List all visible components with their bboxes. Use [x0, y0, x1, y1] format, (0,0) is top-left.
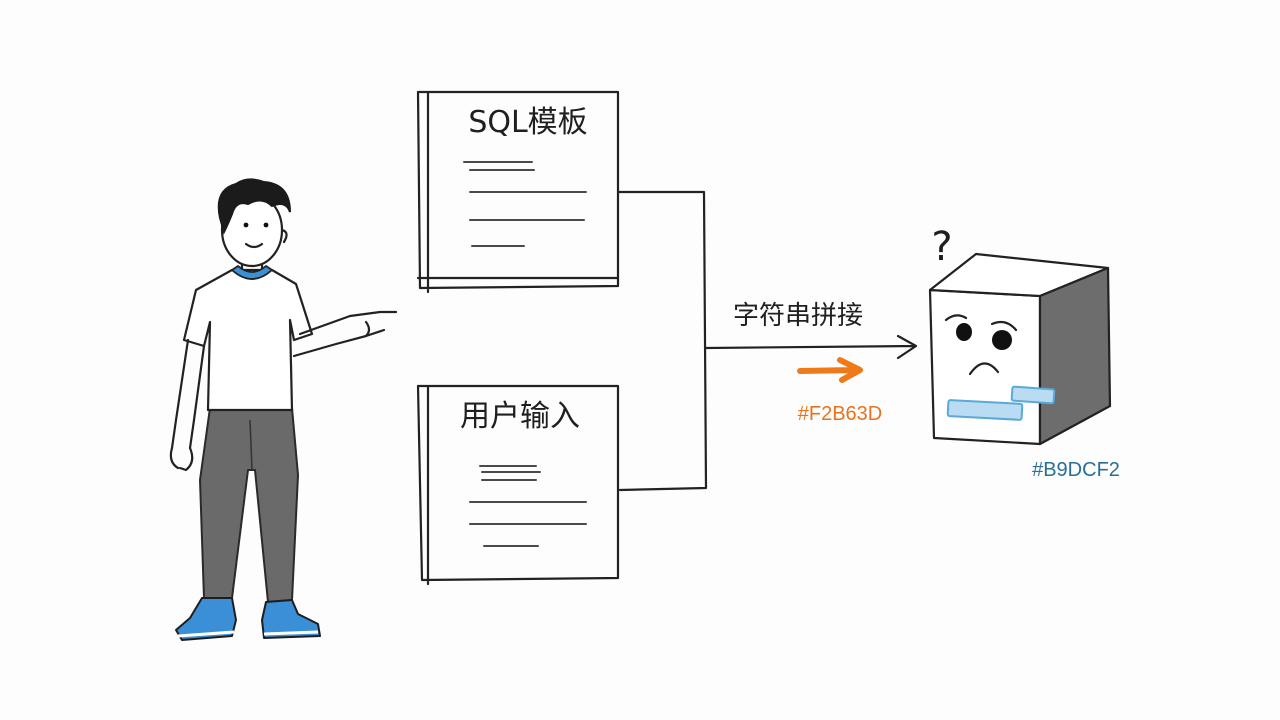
person-hair — [217, 178, 291, 235]
question-mark: ? — [931, 224, 952, 270]
input-document-title: 用户输入 — [460, 399, 580, 434]
concat-arrow-label: 字符串拼接 — [733, 301, 863, 331]
template-document: SQL模板 — [416, 90, 620, 294]
database-box: ? #B9DCF2 — [928, 224, 1120, 481]
input-document: 用户输入 — [416, 384, 620, 586]
template-document-title: SQL模板 — [468, 105, 587, 140]
person-shirt — [182, 268, 314, 412]
input-document-frame — [416, 384, 620, 586]
box-side-face — [1038, 266, 1112, 446]
merge-connector: 字符串拼接 — [616, 190, 918, 492]
blue-patch-2 — [946, 399, 1024, 421]
person-right-shoe — [261, 599, 321, 639]
template-document-frame — [416, 90, 620, 294]
blue-patch-1 — [1010, 385, 1056, 405]
box-front-face — [928, 288, 1042, 446]
orange-swatch: #F2B63D — [797, 357, 883, 425]
person-left-shoe — [175, 597, 237, 641]
person-pants — [199, 407, 299, 603]
orange-swatch-label: #F2B63D — [798, 403, 883, 425]
orange-arrow-icon — [797, 357, 863, 383]
concat-arrow — [704, 334, 918, 360]
person-figure — [169, 178, 398, 641]
blue-swatch-label: #B9DCF2 — [1032, 459, 1120, 481]
person-collar — [230, 264, 274, 280]
